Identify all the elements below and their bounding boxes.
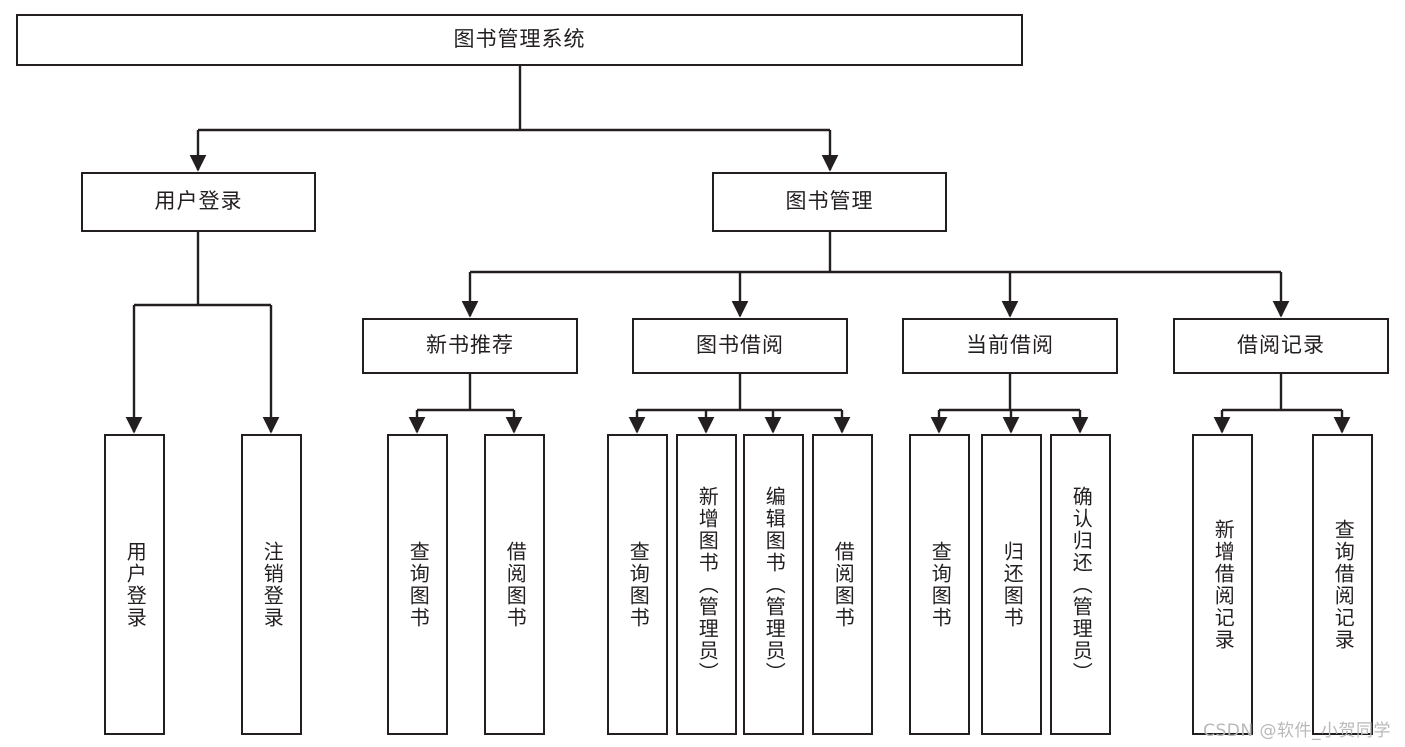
node-root-label: 图书管理系统 xyxy=(453,27,586,52)
leaf-newbook-query-book-label: 查询图书 xyxy=(406,540,431,629)
node-borrow-records-label: 借阅记录 xyxy=(1237,333,1325,358)
leaf-borrow-borrow-book[interactable]: 借阅图书 xyxy=(812,434,873,735)
leaf-current-return-book-label: 归还图书 xyxy=(1000,540,1025,629)
node-root[interactable]: 图书管理系统 xyxy=(16,14,1023,66)
node-book-borrow-label: 图书借阅 xyxy=(696,333,784,358)
leaf-current-return-book[interactable]: 归还图书 xyxy=(981,434,1042,735)
node-user-login-label: 用户登录 xyxy=(154,189,243,214)
leaf-borrow-edit-book[interactable]: 编辑图书（管理员） xyxy=(743,434,804,735)
leaf-records-add-record-label: 新增借阅记录 xyxy=(1211,518,1236,651)
node-new-book-recommend-label: 新书推荐 xyxy=(426,333,514,358)
leaf-logout-label: 注销登录 xyxy=(260,540,285,629)
leaf-records-query-record[interactable]: 查询借阅记录 xyxy=(1312,434,1373,735)
leaf-current-confirm-return[interactable]: 确认归还（管理员） xyxy=(1050,434,1111,735)
leaf-current-query-book-label: 查询图书 xyxy=(928,540,953,629)
leaf-records-add-record[interactable]: 新增借阅记录 xyxy=(1192,434,1253,735)
leaf-user-login[interactable]: 用户登录 xyxy=(104,434,165,735)
leaf-newbook-query-book[interactable]: 查询图书 xyxy=(387,434,448,735)
node-new-book-recommend[interactable]: 新书推荐 xyxy=(362,318,578,374)
leaf-logout[interactable]: 注销登录 xyxy=(241,434,302,735)
leaf-borrow-query-book-label: 查询图书 xyxy=(626,540,651,629)
leaf-newbook-borrow-book[interactable]: 借阅图书 xyxy=(484,434,545,735)
leaf-records-query-record-label: 查询借阅记录 xyxy=(1331,518,1356,651)
node-book-management[interactable]: 图书管理 xyxy=(712,172,947,232)
leaf-borrow-borrow-book-label: 借阅图书 xyxy=(831,540,856,629)
node-book-management-label: 图书管理 xyxy=(785,189,874,214)
node-book-borrow[interactable]: 图书借阅 xyxy=(632,318,848,374)
leaf-current-confirm-return-label: 确认归还（管理员） xyxy=(1069,485,1094,684)
leaf-newbook-borrow-book-label: 借阅图书 xyxy=(503,540,528,629)
node-current-borrow-label: 当前借阅 xyxy=(966,333,1054,358)
node-current-borrow[interactable]: 当前借阅 xyxy=(902,318,1118,374)
node-user-login[interactable]: 用户登录 xyxy=(81,172,316,232)
leaf-current-query-book[interactable]: 查询图书 xyxy=(909,434,970,735)
node-borrow-records[interactable]: 借阅记录 xyxy=(1173,318,1389,374)
leaf-borrow-query-book[interactable]: 查询图书 xyxy=(607,434,668,735)
leaf-borrow-add-book[interactable]: 新增图书（管理员） xyxy=(676,434,737,735)
leaf-borrow-edit-book-label: 编辑图书（管理员） xyxy=(762,485,787,684)
leaf-user-login-label: 用户登录 xyxy=(123,540,148,629)
leaf-borrow-add-book-label: 新增图书（管理员） xyxy=(695,485,720,684)
